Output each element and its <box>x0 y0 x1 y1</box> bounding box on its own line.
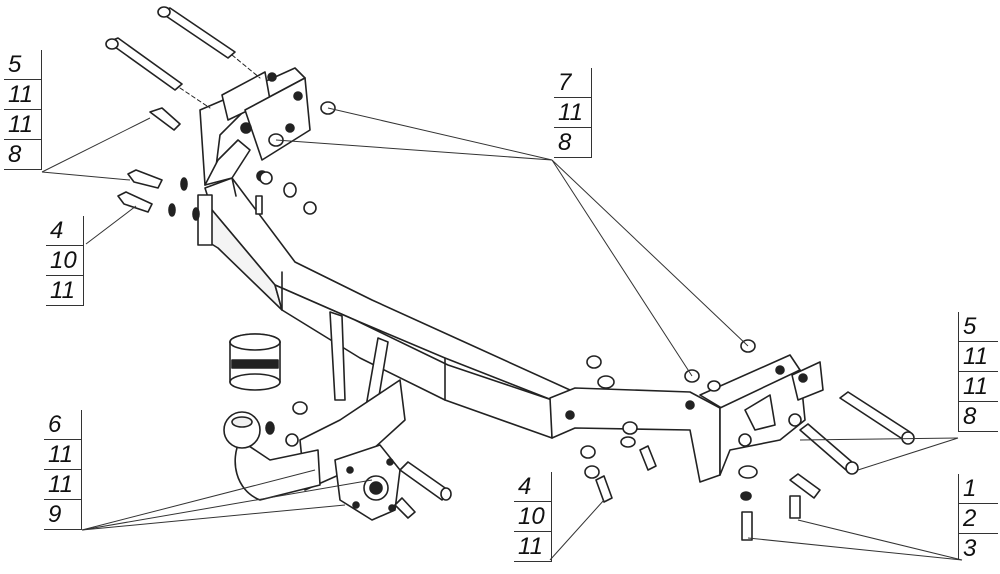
right-bolts <box>580 339 915 541</box>
callout-label: 10 <box>46 246 84 276</box>
callout-label: 8 <box>554 128 592 158</box>
right-bracket <box>549 354 824 483</box>
callout-label: 11 <box>46 276 84 306</box>
callout-label: 1 <box>958 474 998 504</box>
callout-label: 11 <box>958 372 998 402</box>
callout-label: 4 <box>514 472 552 502</box>
callout-label: 11 <box>4 110 42 140</box>
left-bracket <box>197 67 311 246</box>
callout-label: 5 <box>958 312 998 342</box>
callout-label: 11 <box>554 98 592 128</box>
callout-label: 7 <box>554 68 592 98</box>
callout-label: 5 <box>4 50 42 80</box>
callout-label: 4 <box>46 216 84 246</box>
callout-label: 11 <box>958 342 998 372</box>
callout-label: 10 <box>514 502 552 532</box>
callout-label: 2 <box>958 504 998 534</box>
callout-label: 11 <box>514 532 552 562</box>
ball-cover <box>229 333 281 391</box>
callout-label: 11 <box>4 80 42 110</box>
callout-label: 11 <box>44 470 82 500</box>
callout-label: 6 <box>44 410 82 440</box>
callout-label: 8 <box>958 402 998 432</box>
callout-label: 3 <box>958 534 998 562</box>
callout-label: 8 <box>4 140 42 170</box>
left-long-bolts <box>105 6 261 109</box>
left-small-bolts <box>117 101 336 221</box>
tow-ball-mount <box>223 311 452 521</box>
callout-label: 11 <box>44 440 82 470</box>
callout-label: 9 <box>44 500 82 530</box>
